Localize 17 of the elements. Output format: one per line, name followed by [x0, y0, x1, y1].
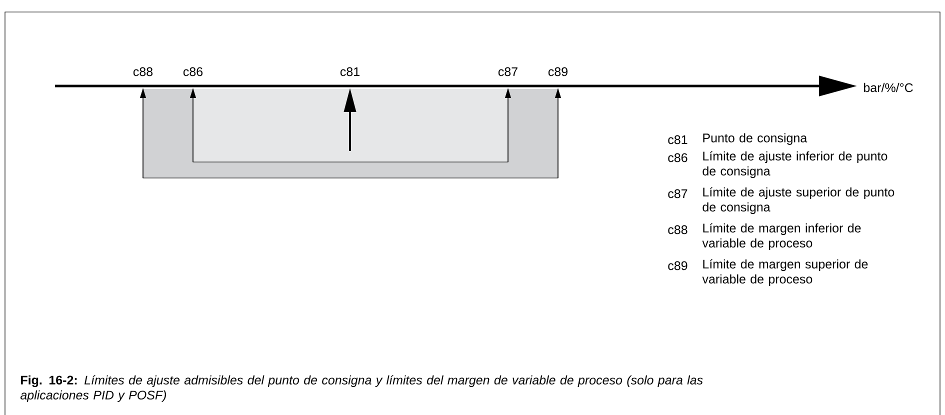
legend-code: c88 [668, 225, 688, 234]
legend-code: c81 [668, 135, 688, 144]
legend-description: Límite de margen inferior de variable de proceso [702, 223, 861, 250]
legend-description: Límite de margen superior de variable de proceso [702, 259, 868, 286]
parameter-label: c87 [498, 67, 518, 76]
legend-code: c87 [668, 189, 688, 198]
figure-caption: Fig. 16-2: Límites de ajuste admisibles del punto de consigna y límites del margen de variable de proceso (solo para las aplicaciones PID y POSF) [20, 375, 703, 402]
legend-code: c89 [668, 261, 688, 270]
parameter-label: c88 [133, 67, 153, 76]
parameter-label: c81 [340, 67, 360, 76]
legend-description: Punto de consigna [703, 133, 808, 145]
legend-description: Límite de ajuste inferior de punto de consigna [702, 151, 888, 178]
parameter-label: c86 [183, 67, 203, 76]
parameter-label: c89 [548, 67, 568, 76]
legend-code: c86 [668, 153, 688, 162]
unit-label: bar/%/°C [864, 82, 913, 92]
legend-description: Límite de ajuste superior de punto de consigna [702, 187, 894, 214]
